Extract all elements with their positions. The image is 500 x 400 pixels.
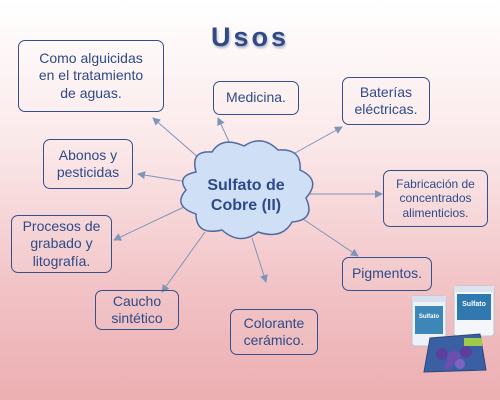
use-box-caucho: Caucho sintético [95,290,179,330]
use-box-pigmentos: Pigmentos. [342,257,432,291]
center-topic-label: Sulfato de Cobre (II) [207,177,285,214]
arrow-caucho [161,231,206,293]
arrow-grabado [113,206,185,241]
use-box-grabado: Procesos de grabado y litografía. [11,215,112,273]
slide-title: Usos [210,22,290,52]
product-label-right: Sulfato [462,301,486,308]
arrow-pigmentos [299,216,359,257]
use-box-colorante: Colorante cerámico. [230,309,318,355]
use-box-concentrados: Fabricación de concentrados alimenticios… [383,170,488,227]
arrow-abonos [137,171,189,183]
use-box-baterias: Baterías eléctricas. [342,77,430,125]
product-label-left: Sulfato [419,314,440,320]
use-box-alguicidas: Como alguicidas en el tratamiento de agu… [18,40,164,112]
arrow-colorante [251,237,268,283]
use-box-abonos: Abonos y pesticidas [43,139,133,189]
arrow-baterias [285,126,343,159]
center-cloud [180,140,314,240]
product-photo: Sulfato Sulfato [411,285,495,373]
use-box-medicina: Medicina. [213,81,299,115]
